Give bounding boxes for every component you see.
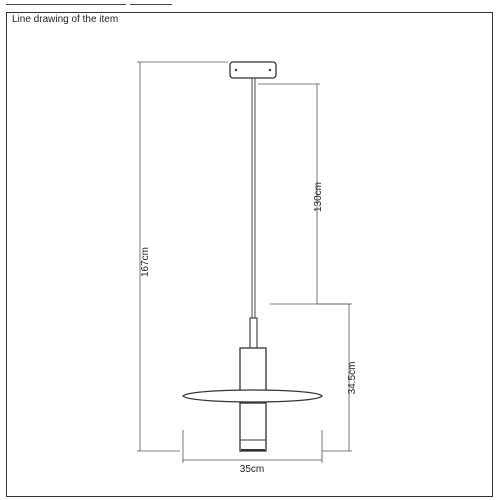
fixture-height-label: 34.5cm [347,362,358,395]
top-tab-1 [6,0,126,5]
drawing-caption: Line drawing of the item [12,14,119,25]
canopy-dot-left [234,68,238,72]
upper-cylinder [239,347,267,397]
canopy-dot-right [268,68,272,72]
ceiling-canopy [229,61,277,79]
total-height-label: 167cm [140,247,151,277]
disc-shade [182,389,323,403]
drawing-frame [6,12,493,497]
lower-cylinder [239,402,267,452]
connector-stem [249,317,258,349]
top-tab-strip [0,0,500,6]
cable-length-label: 130cm [313,182,324,212]
diameter-label: 35cm [240,464,264,475]
top-tab-2 [130,0,172,5]
